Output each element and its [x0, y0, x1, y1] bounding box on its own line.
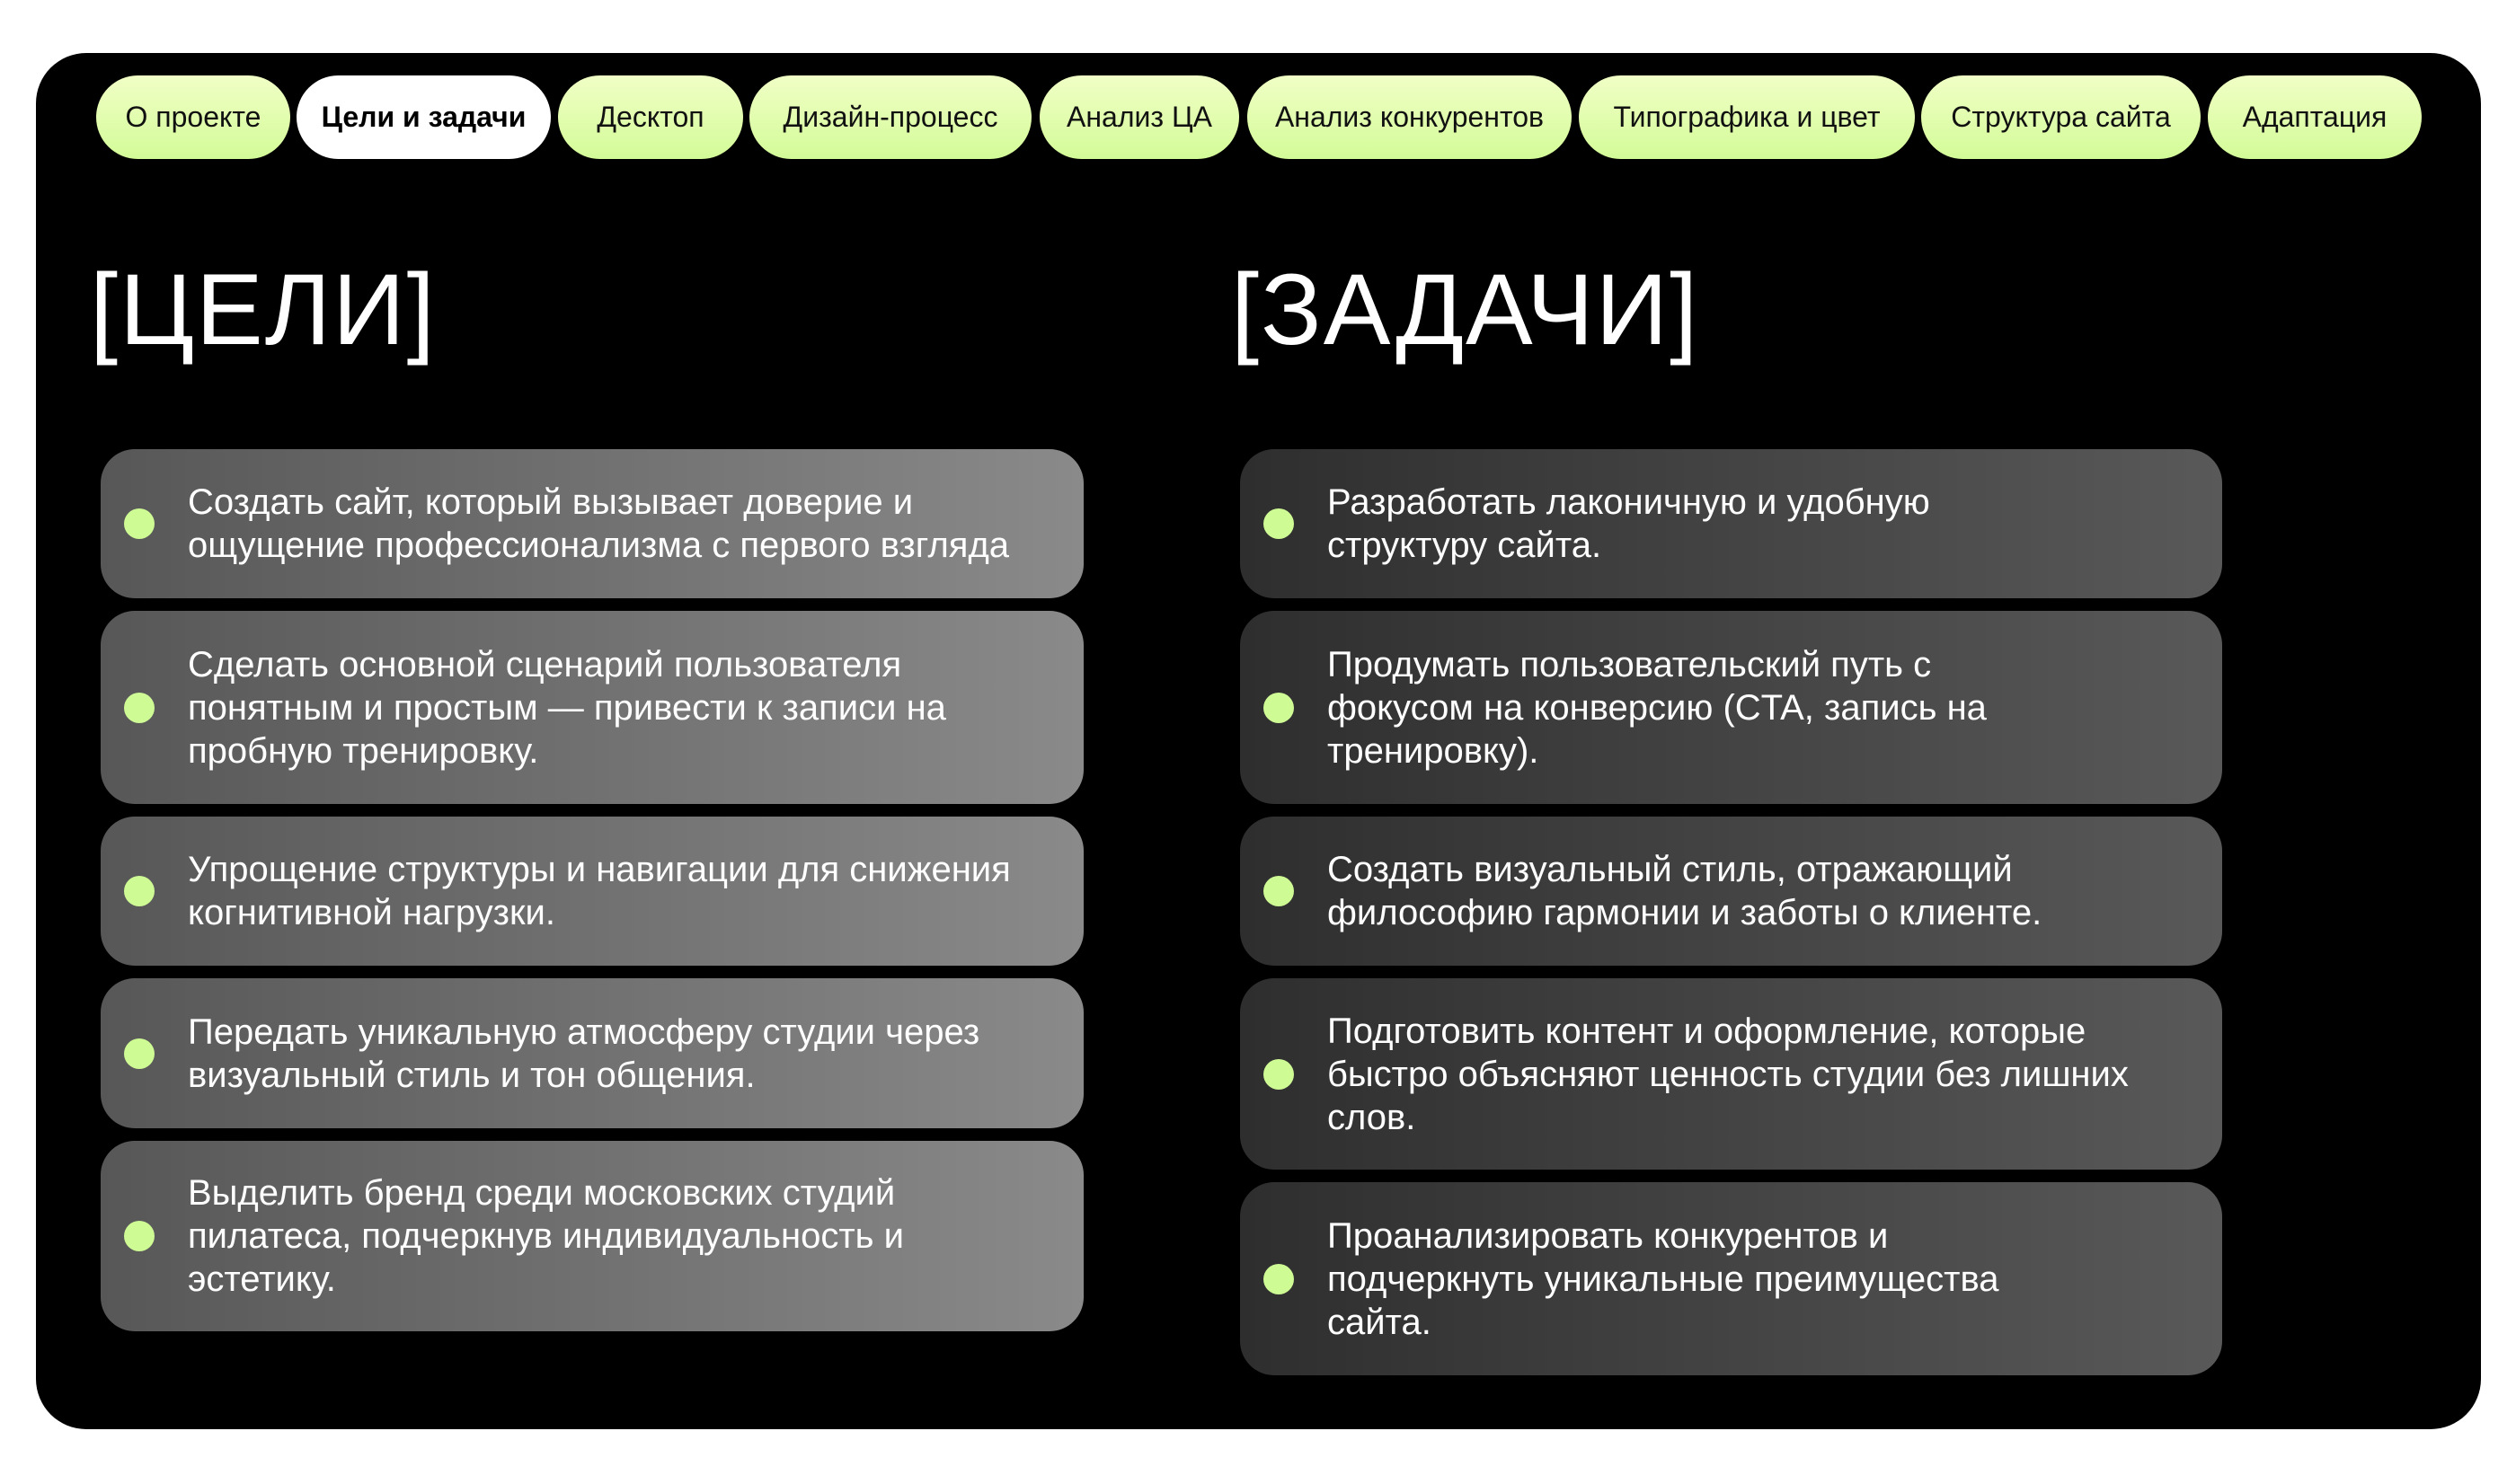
bullet-dot-icon: [1263, 1058, 1294, 1090]
task-card: Создать визуальный стиль, отражающий фил…: [1240, 817, 2222, 966]
task-text: Разработать лаконичную и удобную структу…: [1327, 482, 1930, 565]
bullet-dot-icon: [1263, 876, 1294, 906]
tab-goals-tasks[interactable]: Цели и задачи: [297, 75, 551, 159]
task-text: Проанализировать конкурентов и подчеркну…: [1327, 1215, 1999, 1342]
tab-typography-color[interactable]: Типографика и цвет: [1579, 75, 1915, 159]
bullet-dot-icon: [124, 876, 155, 906]
goal-card: Выделить бренд среди московских студий п…: [101, 1141, 1084, 1331]
task-card: Разработать лаконичную и удобную структу…: [1240, 449, 2222, 598]
tab-site-structure[interactable]: Структура сайта: [1921, 75, 2201, 159]
task-card: Подготовить контент и оформление, которы…: [1240, 978, 2222, 1170]
bullet-dot-icon: [1263, 1263, 1294, 1294]
goal-text: Выделить бренд среди московских студий п…: [188, 1173, 904, 1299]
bullet-dot-icon: [124, 1038, 155, 1069]
tab-audience-analysis[interactable]: Анализ ЦА: [1040, 75, 1239, 159]
goal-text: Упрощение структуры и навигации для сниж…: [188, 850, 1011, 932]
goal-text: Передать уникальную атмосферу студии чер…: [188, 1011, 980, 1095]
tab-adaptation[interactable]: Адаптация: [2208, 75, 2422, 159]
goal-card: Передать уникальную атмосферу студии чер…: [101, 978, 1084, 1128]
task-card: Продумать пользовательский путь с фокусо…: [1240, 611, 2222, 804]
tab-about[interactable]: О проекте: [96, 75, 290, 159]
task-card: Проанализировать конкурентов и подчеркну…: [1240, 1182, 2222, 1375]
tab-design-process[interactable]: Дизайн-процесс: [749, 75, 1032, 159]
goal-card: Упрощение структуры и навигации для сниж…: [101, 817, 1084, 966]
bullet-dot-icon: [1263, 692, 1294, 723]
tab-desktop[interactable]: Десктоп: [558, 75, 743, 159]
tab-competitor-analysis[interactable]: Анализ конкурентов: [1247, 75, 1572, 159]
bullet-dot-icon: [1263, 508, 1294, 539]
goal-text: Сделать основной сценарий пользователя п…: [188, 644, 946, 771]
tasks-heading: [ЗАДАЧИ]: [1231, 253, 1700, 366]
bullet-dot-icon: [124, 508, 155, 539]
task-text: Продумать пользовательский путь с фокусо…: [1327, 644, 1987, 771]
task-text: Подготовить контент и оформление, которы…: [1327, 1011, 2129, 1137]
task-text: Создать визуальный стиль, отражающий фил…: [1327, 850, 2042, 932]
goal-card: Сделать основной сценарий пользователя п…: [101, 611, 1084, 804]
goals-heading: [ЦЕЛИ]: [90, 253, 437, 366]
bullet-dot-icon: [124, 692, 155, 723]
goal-text: Создать сайт, который вызывает доверие и…: [188, 482, 1010, 565]
bullet-dot-icon: [124, 1221, 155, 1251]
goal-card: Создать сайт, который вызывает доверие и…: [101, 449, 1084, 598]
